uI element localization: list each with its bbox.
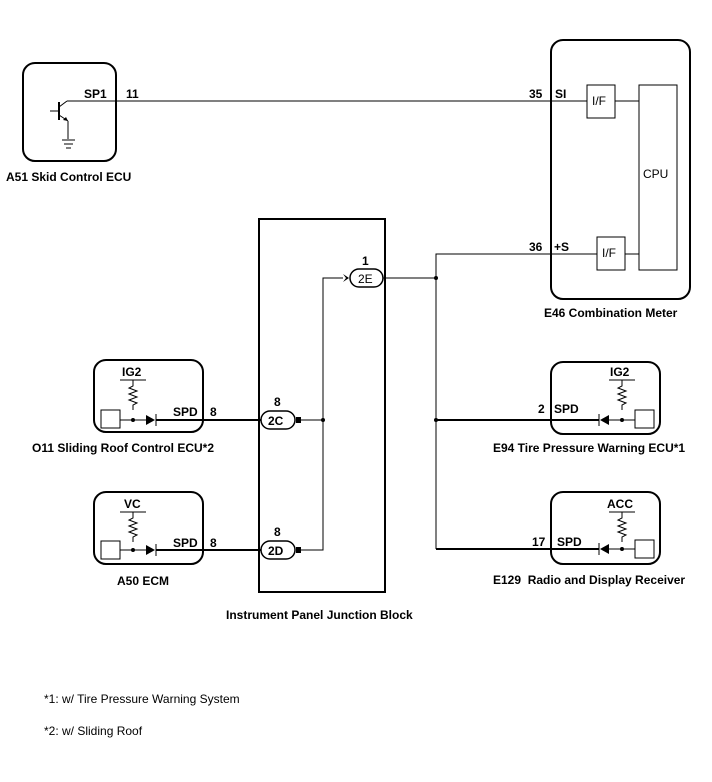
sliding-roof-terminal: SPD <box>173 405 198 419</box>
junction-block-box <box>258 218 386 593</box>
meter-pin-36: 36 <box>529 240 543 254</box>
meter-cpu <box>638 84 678 271</box>
ecm-label: A50 ECM <box>117 574 169 588</box>
skid-control-ecu: SP1 11 A51 Skid Control ECU <box>6 62 139 184</box>
connector-2c-id: 2C <box>268 414 284 428</box>
connector-2d-id: 2D <box>268 544 284 558</box>
ecm-pin: 8 <box>210 536 217 550</box>
radio-supply: ACC <box>607 497 633 511</box>
meter-terminal-si: SI <box>555 87 566 101</box>
connector-2e-pin: 1 <box>362 254 369 268</box>
transistor-icon <box>50 100 69 139</box>
tire-pressure-label: E94 Tire Pressure Warning ECU*1 <box>493 441 685 455</box>
skid-ecu-pin: 11 <box>126 87 139 101</box>
sliding-roof-ecu: IG2 SPD 8 O11 Sliding Roof Control ECU*2 <box>32 359 261 455</box>
meter-cpu-label: CPU <box>643 167 668 181</box>
sliding-roof-supply: IG2 <box>122 365 142 379</box>
tire-pressure-ecu-box <box>550 361 661 435</box>
tire-pressure-supply: IG2 <box>610 365 630 379</box>
diode-icon <box>146 545 155 555</box>
sliding-roof-pin: 8 <box>210 405 217 419</box>
skid-ecu-box <box>22 62 117 162</box>
meter-terminal-plus-s: +S <box>554 240 569 254</box>
sliding-roof-label: O11 Sliding Roof Control ECU*2 <box>32 441 214 455</box>
diode-icon <box>146 415 155 425</box>
meter-if-2-label: I/F <box>602 246 616 260</box>
skid-ecu-label: A51 Skid Control ECU <box>6 170 131 184</box>
junction-block-label: Instrument Panel Junction Block <box>226 608 413 622</box>
ecm-signal-icon <box>100 540 121 560</box>
combination-meter: I/F I/F CPU 35 SI 36 +S E46 Combination … <box>529 39 691 320</box>
meter-label: E46 Combination Meter <box>544 306 678 320</box>
connector-2d-pin: 8 <box>274 525 281 539</box>
sliding-roof-signal-icon <box>100 409 121 429</box>
meter-pin-35: 35 <box>529 87 543 101</box>
ecm-terminal: SPD <box>173 536 198 550</box>
tire-pressure-ecu: IG2 SPD 2 E94 Tire Pressure Warning ECU*… <box>436 361 685 455</box>
note-2: *2: w/ Sliding Roof <box>44 724 143 738</box>
radio-label: E129 Radio and Display Receiver <box>493 573 685 587</box>
diode-icon <box>600 544 609 554</box>
tire-pressure-terminal: SPD <box>554 402 579 416</box>
junction-block: Instrument Panel Junction Block 2E 1 2C … <box>226 218 413 622</box>
ecm-box <box>93 491 204 565</box>
ecm: VC SPD 8 A50 ECM <box>93 491 261 588</box>
sliding-roof-ecu-box <box>93 359 204 433</box>
connector-2c-pin: 8 <box>274 395 281 409</box>
note-1: *1: w/ Tire Pressure Warning System <box>44 692 240 706</box>
diode-icon <box>600 415 609 425</box>
meter-box <box>550 39 691 300</box>
ecm-supply: VC <box>124 497 141 511</box>
ground-icon <box>62 139 75 149</box>
tire-pressure-signal-icon <box>634 409 655 429</box>
radio-terminal: SPD <box>557 535 582 549</box>
meter-if-1-label: I/F <box>592 94 606 108</box>
wire-plus-s-bus <box>435 253 597 549</box>
radio-receiver: ACC SPD 17 E129 Radio and Display Receiv… <box>436 491 685 587</box>
radio-receiver-box <box>550 491 661 565</box>
radio-pin: 17 <box>532 535 546 549</box>
skid-ecu-terminal: SP1 <box>84 87 107 101</box>
tire-pressure-pin: 2 <box>538 402 545 416</box>
radio-signal-icon <box>634 539 655 559</box>
connector-2e-id: 2E <box>358 272 373 286</box>
